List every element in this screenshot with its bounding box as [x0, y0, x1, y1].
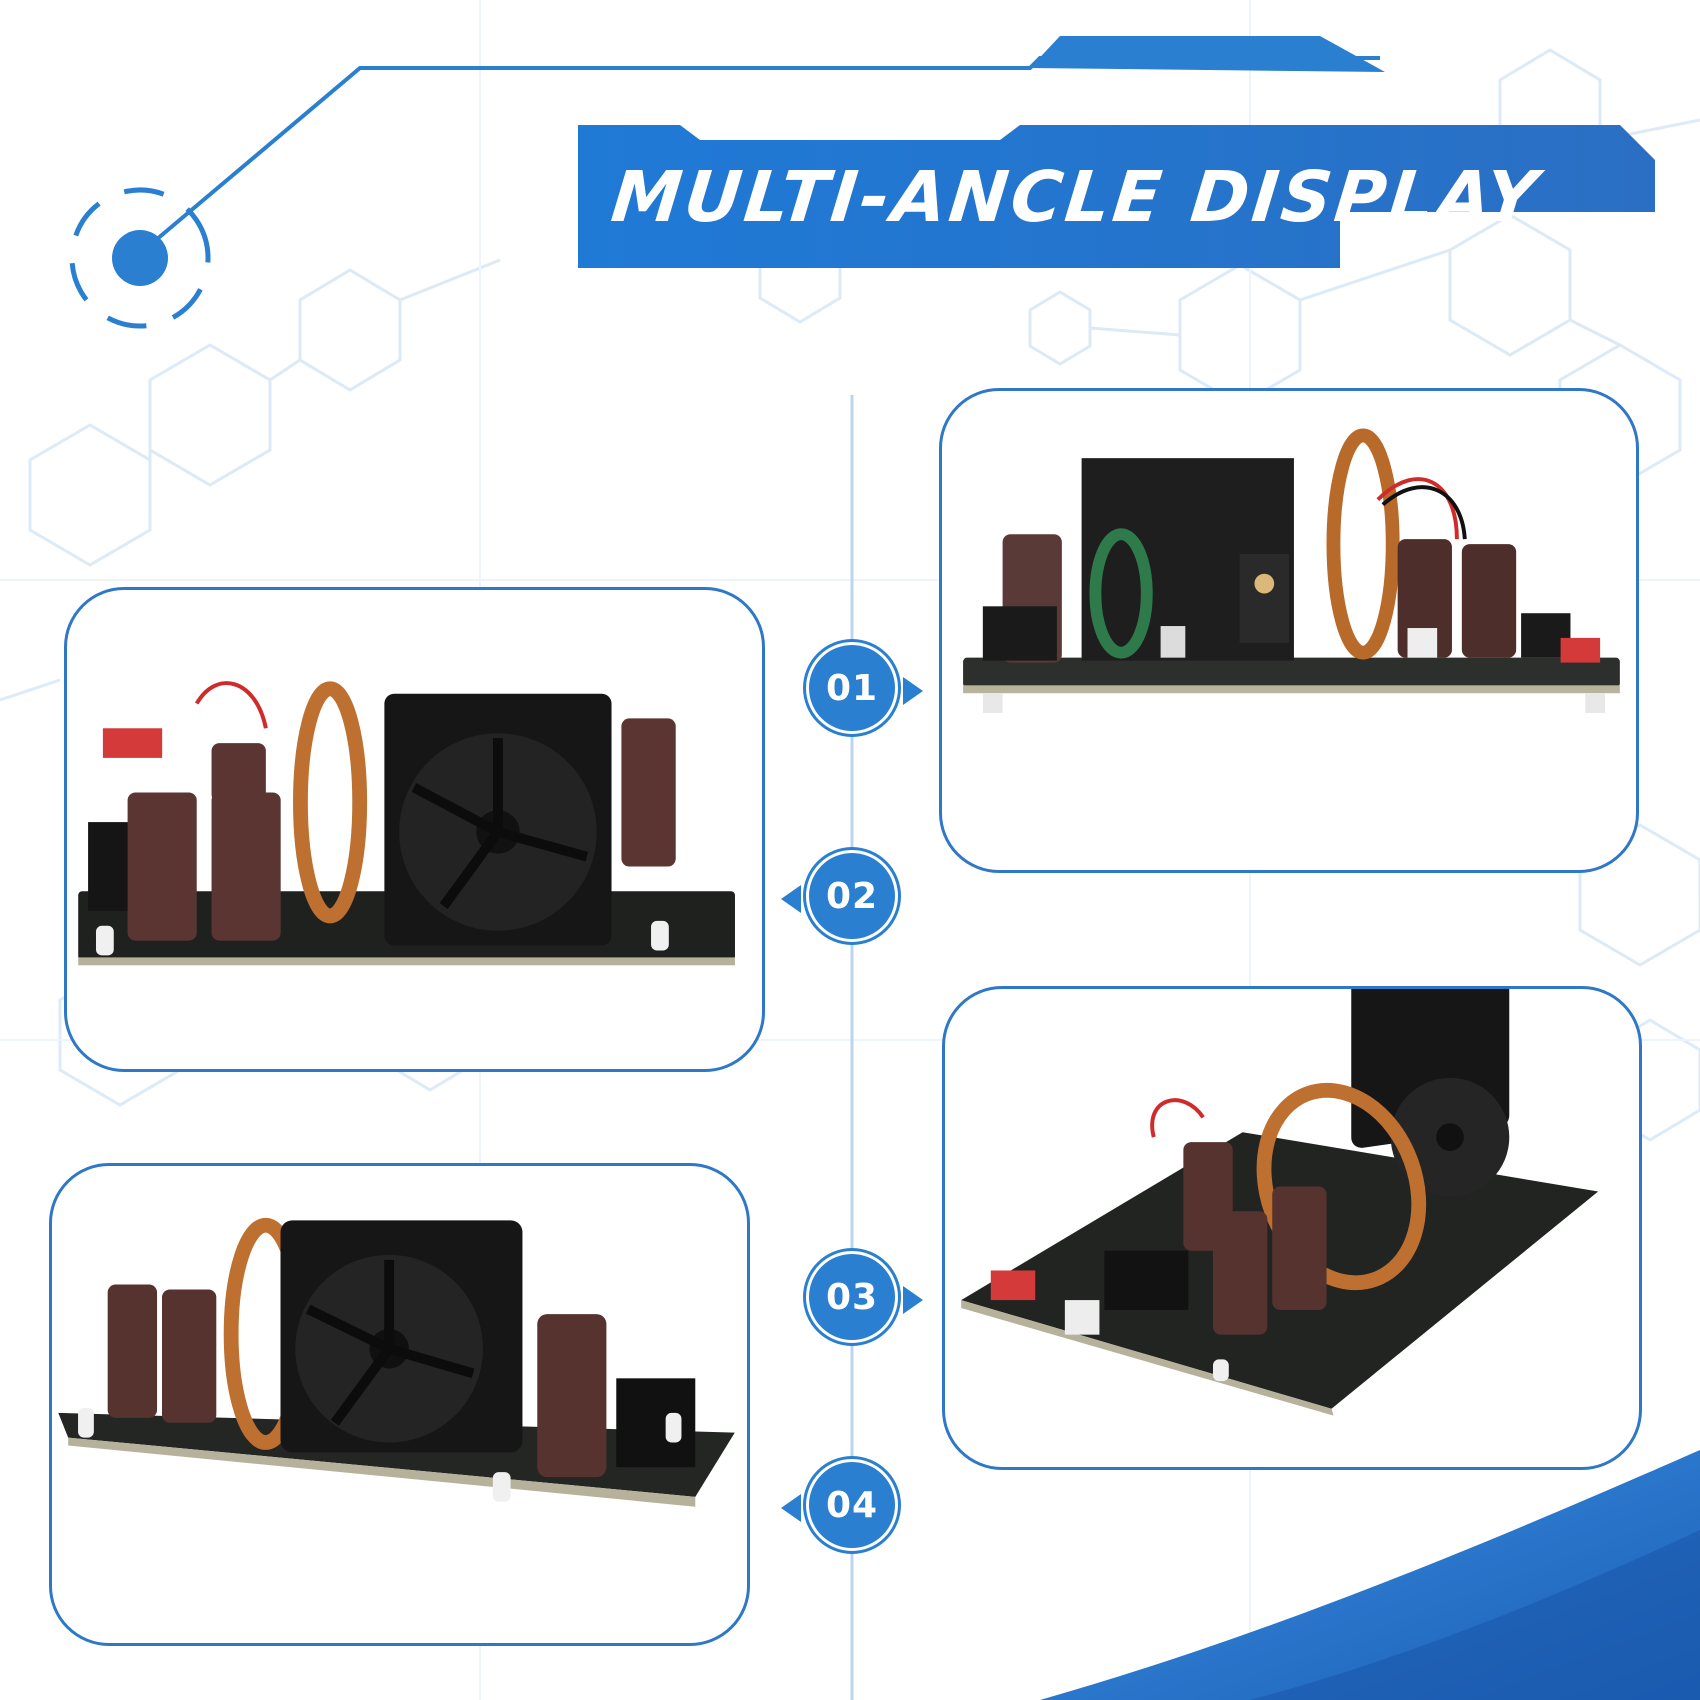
product-photo-02 [78, 681, 735, 966]
view-badge-01: 01 [806, 642, 923, 734]
banner-top-tab [1030, 36, 1385, 72]
product-photo-card-02 [64, 587, 765, 1072]
product-photo-01 [963, 428, 1620, 713]
product-photo-card-01 [939, 388, 1639, 873]
view-badge-04: 04 [781, 1459, 898, 1551]
view-badge-03: 03 [806, 1251, 923, 1343]
product-photo-card-03 [942, 986, 1642, 1470]
view-badge-label: 02 [825, 875, 879, 917]
view-badge-label: 03 [825, 1276, 879, 1318]
product-photo-04 [58, 1217, 735, 1507]
title-banner [578, 125, 1655, 268]
banner-title: MULTI-ANCLE DISPLAY [607, 156, 1544, 238]
product-photo-03 [961, 989, 1599, 1416]
view-badge-label: 04 [825, 1484, 879, 1526]
product-photo-card-04 [49, 1163, 750, 1646]
target-marker-icon [69, 187, 211, 329]
view-badge-02: 02 [781, 850, 898, 942]
view-badge-label: 01 [825, 667, 879, 709]
